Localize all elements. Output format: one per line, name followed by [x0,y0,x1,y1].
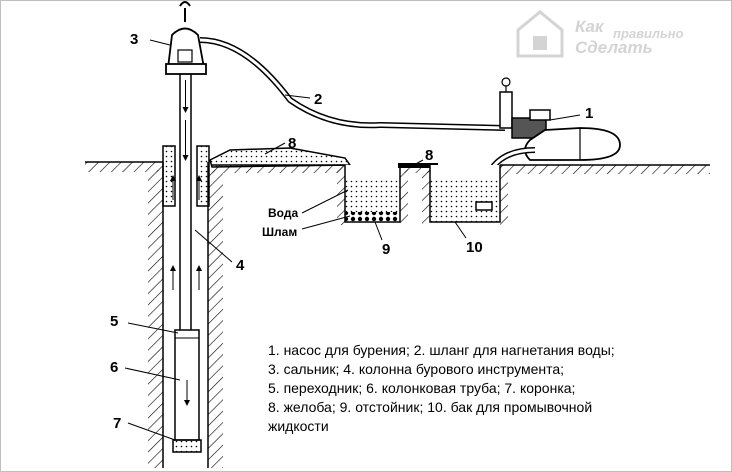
tank [422,165,508,225]
label-9: 9 [382,241,390,258]
legend-line: 1. насос для бурения; 2. шланг для нагне… [268,342,615,358]
legend-line: жидкости [268,418,329,434]
label-water: Вода [268,206,298,220]
trough-left [209,147,352,168]
svg-text:Сделать: Сделать [575,38,653,57]
label-3: 3 [130,31,138,48]
label-1: 1 [585,105,593,122]
settling-pit [337,165,408,225]
watermark: Как правильно Сделать [516,10,684,58]
label-6: 6 [110,359,118,376]
label-10: 10 [466,239,483,256]
legend-line: 5. переходник; 6. колонковая труба; 7. к… [268,380,576,396]
svg-text:правильно: правильно [613,26,684,41]
label-8-right: 8 [425,147,433,164]
legend: 1. насос для бурения; 2. шланг для нагне… [268,341,708,436]
svg-text:Как: Как [575,17,605,36]
label-4: 4 [236,257,245,274]
label-7: 7 [113,415,121,432]
label-2: 2 [314,91,322,108]
core-barrel [172,329,202,453]
legend-line: 3. сальник; 4. колонна бурового инструме… [268,361,565,377]
label-8-left: 8 [288,135,296,152]
drill-string [170,72,202,330]
ground-left [85,161,163,172]
trough-right [398,163,438,168]
swivel [165,1,207,75]
leader-lines [124,39,581,441]
legend-line: 8. желоба; 9. отстойник; 10. бак для про… [268,399,593,415]
label-5: 5 [110,313,118,330]
casing-head [162,145,210,207]
hose [199,37,506,131]
label-sludge: Шлам [262,225,297,239]
pump [499,77,621,161]
